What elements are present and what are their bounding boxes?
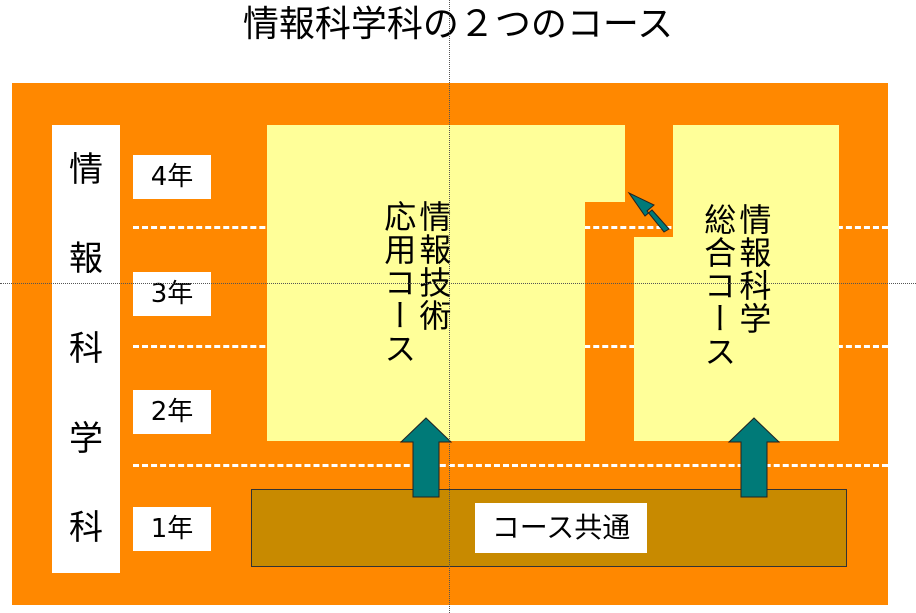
year-label-3: 3年 <box>133 272 211 316</box>
guide-line-vertical <box>449 0 450 613</box>
department-char: 科 <box>69 508 103 549</box>
arrow-diagonal-switch <box>627 191 670 233</box>
applied-course-block <box>267 202 585 441</box>
department-char: 科 <box>69 328 103 369</box>
applied-course-block-top <box>267 125 625 202</box>
year-label-4: 4年 <box>133 155 211 199</box>
year-divider-2-1 <box>133 464 888 467</box>
page-title: 情報科学科の２つのコース <box>242 4 674 45</box>
arrow-up-general <box>727 417 781 498</box>
year-label-2: 2年 <box>133 390 211 434</box>
department-char: 学 <box>69 418 103 459</box>
department-label: 情 報 科 学 科 <box>52 125 120 573</box>
general-course-block <box>634 237 839 441</box>
general-course-block-top <box>673 125 839 237</box>
department-char: 情 <box>69 149 103 190</box>
applied-course-label: 情報技術 応用コース <box>379 200 453 365</box>
common-course-label: コース共通 <box>475 503 647 553</box>
arrow-up-applied <box>399 417 453 498</box>
guide-line-horizontal <box>0 283 916 284</box>
department-char: 報 <box>69 239 103 280</box>
general-course-label: 情報科学 総合コース <box>699 203 773 368</box>
year-label-1: 1年 <box>133 507 211 551</box>
